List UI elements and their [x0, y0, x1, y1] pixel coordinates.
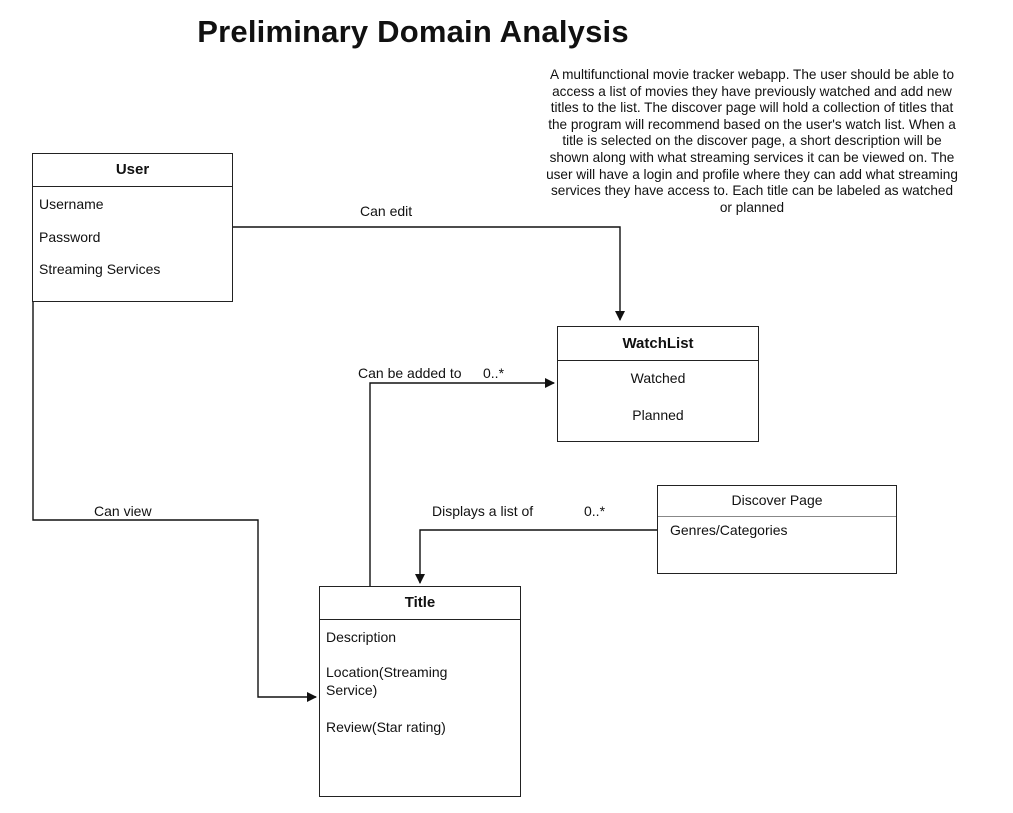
title-class-box: Title Description Location(Streaming Ser…	[319, 586, 521, 797]
description-line: or planned	[719, 199, 785, 215]
description-line: shown along with what streaming services…	[549, 149, 955, 165]
edge-can-edit	[233, 226, 625, 321]
description-line: A multifunctional movie tracker webapp. …	[549, 67, 954, 82]
description-line: titles to the list. The discover page wi…	[550, 100, 954, 116]
edge-can-be-added-to	[369, 378, 555, 586]
user-class-name: User	[33, 154, 232, 187]
edge-can-view	[32, 301, 317, 702]
discover-class-name: Discover Page	[658, 486, 896, 517]
title-attr-description: Description	[326, 629, 397, 645]
label-can-view: Can view	[94, 503, 152, 519]
description-line: access a list of movies they have previo…	[552, 83, 952, 99]
user-attr-username: Username	[39, 196, 104, 212]
user-class-box: User Username Password Streaming Service…	[32, 153, 233, 302]
description-text: A multifunctional movie tracker webapp. …	[512, 67, 992, 216]
user-attr-streaming-services: Streaming Services	[39, 261, 161, 277]
user-attr-password: Password	[39, 229, 101, 245]
description-line: the program will recommend based on the …	[548, 116, 956, 132]
edge-displays-list-of	[415, 529, 658, 584]
description-line: services they have access to. Each title…	[551, 183, 953, 199]
label-can-be-added-to-multiplicity: 0..*	[483, 365, 505, 381]
watchlist-class-box: WatchList Watched Planned	[557, 326, 759, 442]
label-displays-list-of: Displays a list of	[432, 503, 534, 519]
watchlist-attr-watched: Watched	[630, 370, 686, 386]
label-can-be-added-to: Can be added to	[358, 365, 462, 381]
discover-attr-genres: Genres/Categories	[670, 522, 788, 538]
title-class-name: Title	[320, 587, 520, 620]
label-displays-list-of-multiplicity: 0..*	[584, 503, 606, 519]
description-line: title is selected on the discover page, …	[562, 133, 942, 149]
watchlist-attr-planned: Planned	[632, 407, 684, 423]
title-attr-location: Location(Streaming	[326, 664, 448, 680]
title-attr-location-cont: Service)	[326, 682, 378, 698]
page-title: Preliminary Domain Analysis	[197, 14, 629, 49]
discover-class-box: Discover Page Genres/Categories	[657, 485, 897, 574]
description-line: user will have a login and profile where…	[546, 166, 958, 182]
title-attr-review: Review(Star rating)	[326, 719, 446, 735]
watchlist-class-name: WatchList	[558, 327, 758, 361]
label-can-edit: Can edit	[360, 203, 413, 219]
